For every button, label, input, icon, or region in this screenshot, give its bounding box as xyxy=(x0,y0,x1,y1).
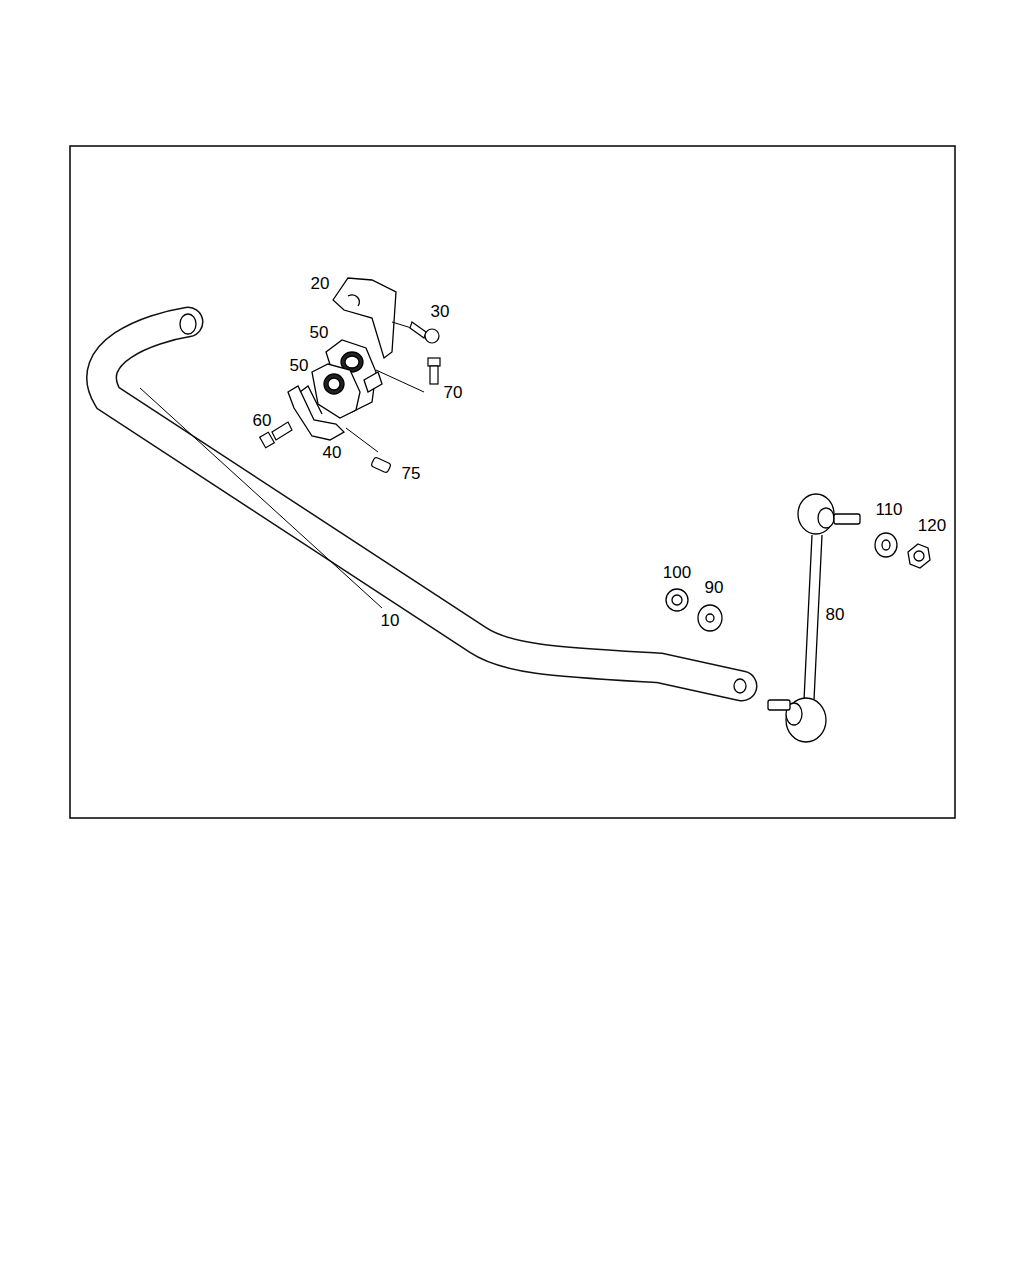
callout-number: 40 xyxy=(321,443,344,462)
callout-number: 70 xyxy=(442,383,465,402)
frame xyxy=(70,146,955,818)
pin xyxy=(346,428,391,473)
bolt xyxy=(410,322,439,343)
callout-number: 60 xyxy=(251,411,274,430)
bolt xyxy=(376,358,440,392)
callout-number: 50 xyxy=(288,356,311,375)
callout-number: 80 xyxy=(824,605,847,624)
callout-number: 90 xyxy=(703,578,726,597)
callout-number: 75 xyxy=(400,464,423,483)
callout-number: 110 xyxy=(873,500,904,519)
callout-number: 50 xyxy=(308,323,331,342)
clamp xyxy=(288,386,344,440)
callout-number: 120 xyxy=(916,516,948,535)
callout-number: 20 xyxy=(309,274,332,293)
callout-number: 100 xyxy=(661,563,693,582)
callout-number: 30 xyxy=(429,302,452,321)
stabilizer-bar xyxy=(102,314,746,693)
callout-number: 10 xyxy=(379,611,402,630)
washer-and-nut xyxy=(875,533,930,568)
coupling-link xyxy=(768,494,860,742)
bushing xyxy=(312,340,382,418)
